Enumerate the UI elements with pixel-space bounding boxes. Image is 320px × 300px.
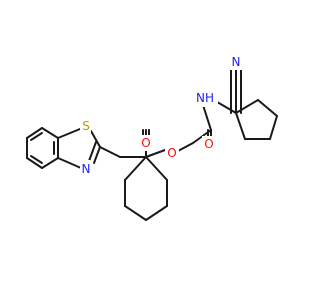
bond [93,146,101,164]
benzene-ring [26,127,59,169]
atom-o-carbonyl-amide: O [204,137,213,151]
bond [41,157,59,169]
bond [269,115,278,140]
cyclopentane-ring [235,99,278,140]
label-bg [139,135,153,151]
bond [57,157,82,169]
atom-o-ester: O [167,146,176,160]
bond [235,99,259,114]
bond [235,112,246,140]
label-bg [229,54,243,70]
atom-n-nitrile: N [232,55,241,69]
bond [177,142,194,152]
bond [57,128,81,139]
bond [145,205,168,221]
atom-s: S [82,119,90,133]
bond [26,157,43,169]
label-bg [80,160,92,176]
atom-o-carbonyl-ester: O [141,136,150,150]
bond [90,130,101,148]
atom-labels: S N O O O NH N [80,54,243,176]
label-bg [80,118,91,134]
label-bg [165,145,179,161]
bond [41,127,59,139]
label-bg [202,136,216,152]
bond [145,149,166,158]
bond [124,156,147,181]
molecule-structure: S N O O O NH N [26,54,278,221]
bond [99,146,121,158]
bond [124,205,147,221]
structure-canvas: S N O O O NH N [26,54,278,221]
thiazole-ring [57,128,101,169]
double-bond-inner [30,155,43,164]
bond [202,104,212,131]
bond [257,99,278,117]
bond [26,127,43,139]
atom-n-thiazole: N [82,162,91,176]
atom-nh: NH [196,91,214,105]
cyclohexane-ring [124,156,168,221]
double-bond-inner [30,132,43,141]
label-bg [192,90,218,107]
bond [145,156,168,181]
double-bond [88,141,97,162]
